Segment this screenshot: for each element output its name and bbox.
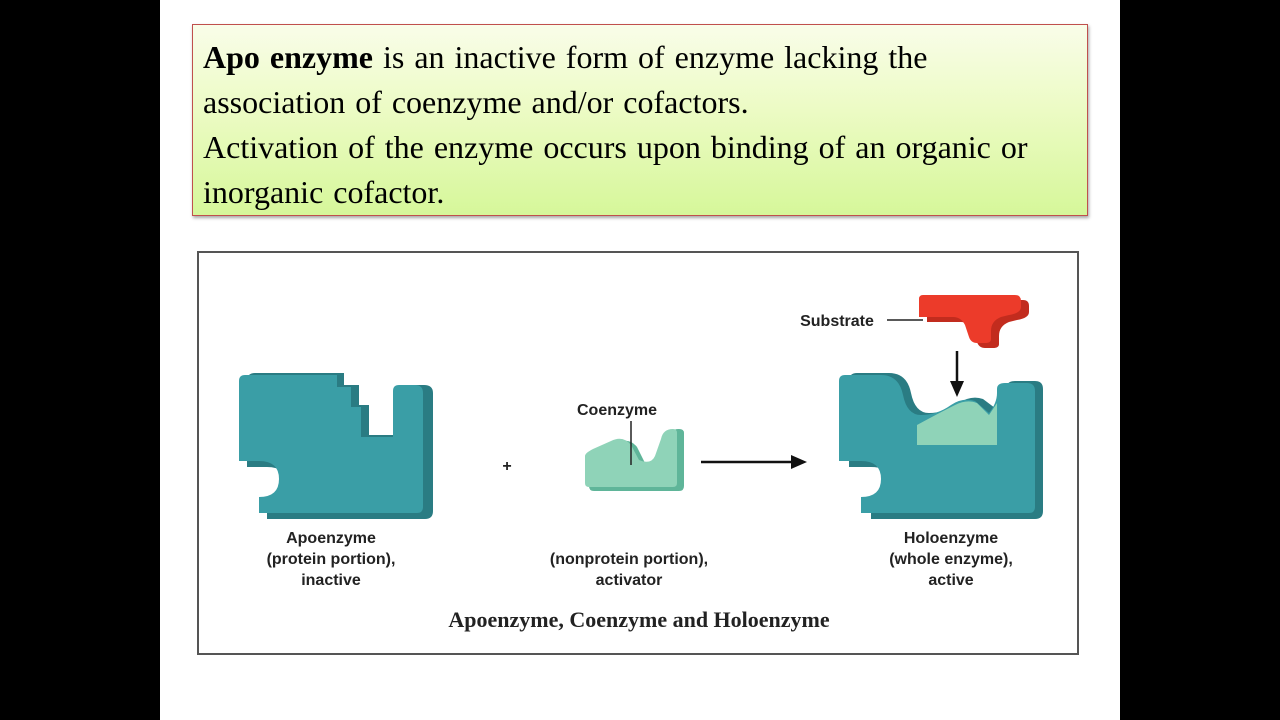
enzyme-diagram-svg: Apoenzyme (protein portion), inactive + … <box>239 295 1043 632</box>
holoenzyme-state: active <box>928 572 973 589</box>
reaction-arrow <box>701 455 807 469</box>
coenzyme-state: activator <box>596 572 663 589</box>
substrate-label: Substrate <box>800 313 874 330</box>
coenzyme-label: Coenzyme <box>577 402 657 419</box>
substrate-shape <box>919 295 1029 348</box>
apoenzyme-shape <box>239 373 433 519</box>
holoenzyme-sublabel: (whole enzyme), <box>889 551 1013 568</box>
coenzyme-shape <box>585 429 684 491</box>
slide: Apo enzyme is an inactive form of enzyme… <box>160 0 1120 720</box>
holoenzyme-shape <box>839 373 1043 519</box>
binding-arrow <box>950 351 964 397</box>
plus-sign: + <box>502 458 511 475</box>
diagram-caption: Apoenzyme, Coenzyme and Holoenzyme <box>448 607 830 632</box>
apoenzyme-label: Apoenzyme <box>286 530 376 547</box>
apoenzyme-sublabel: (protein portion), <box>267 551 396 568</box>
definition-text: is an inactive form of enzyme lacking th… <box>203 39 928 120</box>
definition-paragraph: Apo enzyme is an inactive form of enzyme… <box>203 35 1077 125</box>
definition-textbox: Apo enzyme is an inactive form of enzyme… <box>192 24 1088 216</box>
apo-enzyme-term: Apo enzyme <box>203 39 373 75</box>
enzyme-diagram-figure: Apoenzyme (protein portion), inactive + … <box>197 251 1079 655</box>
activation-paragraph: Activation of the enzyme occurs upon bin… <box>203 129 1028 210</box>
coenzyme-sublabel: (nonprotein portion), <box>550 551 708 568</box>
holoenzyme-label: Holoenzyme <box>904 530 998 547</box>
apoenzyme-state: inactive <box>301 572 361 589</box>
